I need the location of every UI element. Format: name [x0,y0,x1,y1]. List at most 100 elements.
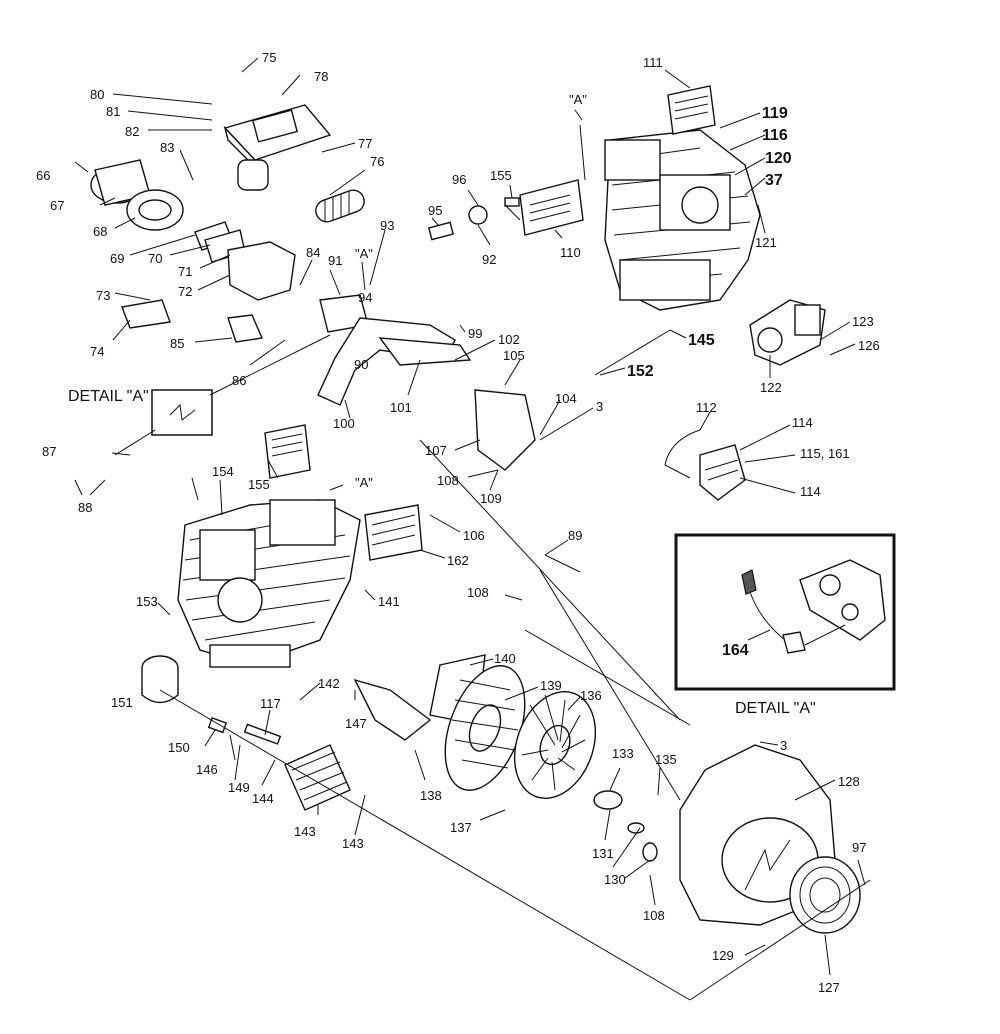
callout-118: 119 [762,105,788,122]
callout-126: 127 [818,980,840,995]
callout-154: 164 [722,642,749,659]
callout-121: 122 [760,380,782,395]
callout-77: 77 [358,136,372,151]
callout-96: 96 [452,172,466,187]
callout-112: 112 [696,400,717,415]
lower-engine [177,499,361,668]
detail-a-box [674,533,896,691]
callout-102: 102 [498,332,520,347]
callout-136: 138 [420,788,442,803]
callout-137: 139 [540,678,562,693]
callout-140: 142 [318,676,340,691]
callout-85: 86 [232,373,246,388]
callout-130: 131 [592,846,614,861]
callout-147: 152 [627,363,654,380]
callout-138: 140 [494,651,516,666]
callout-150: 154 [212,464,234,479]
air-filter-assembly [90,104,365,343]
callout-83: 83 [160,140,174,155]
callout-74: 74 [90,344,104,359]
callout-104: 104 [555,391,577,406]
callout-88: 147 [345,716,367,731]
oil-system [141,655,432,811]
exhaust-assembly [317,197,536,471]
callout-144: 149 [228,780,250,795]
callout-86: 87 [42,444,56,459]
callout-155-shroud: 3 [780,738,787,753]
callout-119: 120 [765,150,792,167]
callout-70: 70 [148,251,162,266]
callout-99: 99 [468,326,482,341]
callout-69: 69 [110,251,124,266]
callout-164: "A" [355,246,373,261]
callout-149: 153 [136,594,158,609]
detail-a-reference-label: DETAIL "A" [68,388,149,405]
callout-123: 126 [858,338,880,353]
flywheel-fan-shroud [429,654,861,934]
callout-153: 155 [490,168,512,183]
callout-142: 143 [294,824,316,839]
callout-128: 129 [712,948,734,963]
callout-110: 110 [560,245,581,260]
callout-66: 66 [36,168,50,183]
callout-139: 141 [378,594,400,609]
callout-72: 72 [178,284,192,299]
callout-87: 88 [78,500,92,515]
callout-143-upper: 145 [688,332,715,349]
callout-122: 123 [852,314,874,329]
callout-108-mid: 108 [437,473,459,488]
callout-145: 150 [168,740,190,755]
callout-93: 93 [380,218,394,233]
callout-109: 109 [480,491,502,506]
callout-92: 92 [482,252,496,267]
callout-97: 97 [852,840,866,855]
starter-motor [749,299,826,366]
callout-81: 81 [106,104,120,119]
callout-107: 107 [425,443,447,458]
callout-76: 76 [370,154,384,169]
callout-133: 135 [655,752,677,767]
callout-117: 117 [260,696,281,711]
callout-84: 84 [306,245,320,260]
callout-115-161: 115, 161 [800,446,850,461]
leader-lines [74,57,871,1001]
callout-141: 143 [342,836,364,851]
callout-labels: 75 78 80 81 82 77 83 66 76 67 68 69 70 7… [36,50,880,995]
callout-116: 116 [762,127,788,144]
callout-120: 121 [755,235,777,250]
callout-68: 68 [93,224,107,239]
callout-94: 94 [358,290,372,305]
callout-106: 106 [463,528,485,543]
callout-101: 101 [390,400,412,415]
callout-146: 151 [111,695,133,710]
callout-105: 105 [503,348,525,363]
callout-111: 111 [643,55,663,70]
callout-127: 128 [838,774,860,789]
callout-80: 80 [90,87,104,102]
callout-67: 67 [50,198,64,213]
detail-a-reference-box [151,389,213,436]
callout-75: 85 [170,336,184,351]
ignition-module [664,429,746,501]
callout-3-lower: "A" [355,475,373,490]
callout-95: 95 [428,203,442,218]
callout-90: 90 [354,357,368,372]
callout-71: 71 [178,264,192,279]
callout-108-lower: 108 [467,585,489,600]
callout-143-left: 146 [196,762,218,777]
callout-79: 75 [262,50,276,65]
callout-89: 89 [568,528,582,543]
callout-73: 73 [96,288,110,303]
callout-108-shroud: 108 [643,908,665,923]
rod-147 [594,329,671,376]
callout-135: 137 [450,820,472,835]
callout-134: 136 [580,688,602,703]
callout-129: 130 [604,872,626,887]
callout-151: 155 [248,477,270,492]
callout-78: 78 [314,69,328,84]
detail-a-title: DETAIL "A" [735,700,816,717]
callout-100: 100 [333,416,355,431]
callout-91: 91 [328,253,342,268]
